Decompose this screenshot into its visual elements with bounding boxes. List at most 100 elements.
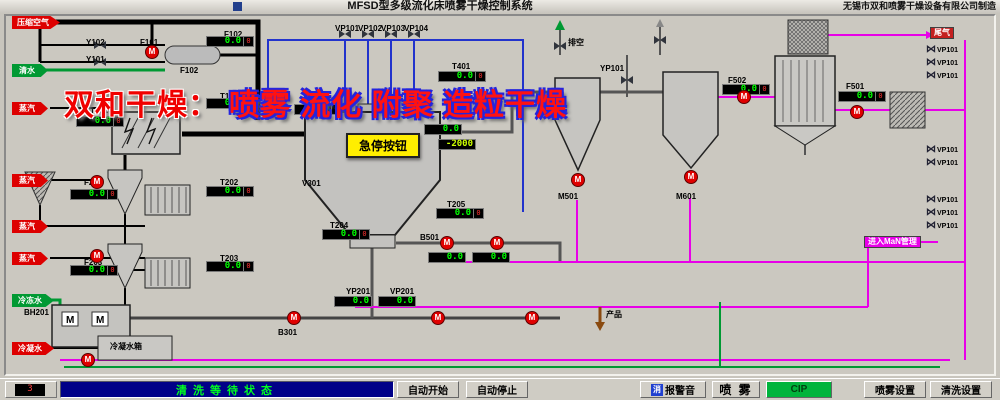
- watermark-brand: 双和干燥：: [64, 89, 219, 122]
- component-label: VP104: [404, 24, 429, 33]
- display-value: 0.0: [322, 229, 360, 240]
- status-text: 清洗等待状态: [176, 384, 278, 397]
- button-自动停止[interactable]: 自动停止: [466, 381, 528, 398]
- component-label: 冷凝水箱: [110, 342, 142, 351]
- motor-valve-button[interactable]: M: [90, 175, 104, 189]
- emergency-stop-button[interactable]: 急停按钮: [346, 133, 420, 158]
- watermark: 双和干燥： 喷雾 流化 附聚 造粒干燥: [64, 80, 567, 124]
- value-display: 0.0: [424, 124, 462, 135]
- motor-valve-button[interactable]: M: [684, 170, 698, 184]
- watermark-slogan: 喷雾 流化 附聚 造粒干燥: [229, 89, 568, 122]
- valve-tag-label: VP101: [937, 72, 959, 80]
- component-label: F102: [180, 66, 199, 75]
- component-label: F502: [728, 76, 747, 85]
- valve-tag: ⋈VP101: [926, 194, 959, 205]
- button-label: 报警音: [665, 386, 695, 397]
- valve-tag: ⋈VP101: [926, 220, 959, 231]
- display-value: 0.0: [428, 252, 466, 263]
- component-label: B501: [420, 233, 440, 242]
- component-label: Y101: [86, 55, 105, 64]
- component-label: BH201: [24, 308, 49, 317]
- value-display: -2000: [438, 139, 476, 150]
- valve-tag: ⋈VP101: [926, 158, 958, 168]
- display-alarm-badge: 0: [244, 36, 254, 47]
- supply-arrow-tag: 清水: [12, 64, 48, 77]
- motor-valve-button[interactable]: M: [440, 236, 454, 250]
- button-CIP[interactable]: CIP: [766, 381, 832, 398]
- value-display: 0.0: [378, 296, 416, 307]
- value-display: 0.0: [334, 296, 372, 307]
- valve-icon: ⋈: [926, 194, 936, 205]
- company-name: 无锡市双和喷雾干燥设备有限公司制造: [842, 1, 996, 11]
- valve-tag: ⋈VP101: [926, 144, 959, 155]
- valve-tag: ⋈VP101: [926, 44, 958, 55]
- button-label: CIP: [790, 384, 808, 395]
- button-label: 喷雾设置: [875, 386, 915, 397]
- valve-icon: ⋈: [926, 207, 936, 218]
- supply-arrow-tag: 蒸汽: [12, 220, 48, 233]
- motor-valve-button[interactable]: M: [90, 249, 104, 263]
- valve-tag-label: VP101: [937, 59, 959, 67]
- button-喷雾[interactable]: 喷 雾: [712, 381, 760, 398]
- counter-display: 3: [15, 383, 45, 396]
- component-label: YP101: [600, 64, 625, 73]
- counter-box: 3: [5, 381, 57, 398]
- button-label: 清洗设置: [941, 386, 981, 397]
- valve-icon: ⋈: [926, 44, 936, 55]
- component-label: 产品: [606, 310, 622, 319]
- valve-tag-label: VP101: [937, 209, 959, 217]
- motor-valve-button[interactable]: M: [145, 45, 159, 59]
- display-value: 0.0: [334, 296, 372, 307]
- component-label: V301: [302, 179, 321, 188]
- display-alarm-badge: 0: [360, 229, 370, 240]
- component-label: VP103: [381, 24, 406, 33]
- component-label: F203: [84, 258, 103, 267]
- motor-valve-button[interactable]: M: [850, 105, 864, 119]
- motor-valve-button[interactable]: M: [287, 311, 301, 325]
- display-alarm-badge: 0: [108, 189, 118, 200]
- valve-tag-label: VP101: [937, 196, 959, 204]
- value-display: 0.0: [472, 252, 510, 263]
- button-喷雾设置[interactable]: 喷雾设置: [864, 381, 926, 398]
- display-alarm-badge: 0: [876, 91, 886, 102]
- component-label: 排空: [568, 38, 584, 47]
- display-value: 0.0: [378, 296, 416, 307]
- display-value: -2000: [438, 139, 476, 150]
- component-label: VP101: [335, 24, 360, 33]
- component-label: YP201: [346, 287, 371, 296]
- display-value: 0.0: [206, 36, 244, 47]
- valve-icon: ⋈: [926, 144, 936, 155]
- component-label: B301: [278, 328, 298, 337]
- motor-valve-button[interactable]: M: [525, 311, 539, 325]
- valve-tag-label: VP101: [937, 146, 959, 154]
- display-value: 0.0: [472, 252, 510, 263]
- valve-icon: ⋈: [926, 220, 936, 231]
- button-label: 自动开始: [408, 386, 448, 397]
- component-label: Y102: [86, 38, 105, 47]
- button-报警音[interactable]: 消报警音: [640, 381, 706, 398]
- motor-valve-button[interactable]: M: [571, 173, 585, 187]
- display-value: 0.0: [70, 189, 108, 200]
- valve-tag-label: VP101: [937, 222, 959, 230]
- motor-valve-button[interactable]: M: [737, 90, 751, 104]
- component-label: 进入MaN管理: [864, 236, 921, 248]
- motor-valve-button[interactable]: M: [81, 353, 95, 367]
- window-icon: [233, 2, 242, 11]
- button-自动开始[interactable]: 自动开始: [397, 381, 459, 398]
- display-alarm-badge: 0: [108, 265, 118, 276]
- motor-valve-button[interactable]: M: [490, 236, 504, 250]
- supply-arrow-tag: 蒸汽: [12, 252, 48, 265]
- motor-valve-button[interactable]: M: [431, 311, 445, 325]
- display-value: 0.0: [838, 91, 876, 102]
- component-label: F501: [846, 82, 865, 91]
- supply-arrow-tag: 蒸汽: [12, 102, 48, 115]
- display-alarm-badge: 0: [244, 261, 254, 272]
- display-value: 0.0: [436, 208, 474, 219]
- component-label: M601: [676, 192, 697, 201]
- button-清洗设置[interactable]: 清洗设置: [930, 381, 992, 398]
